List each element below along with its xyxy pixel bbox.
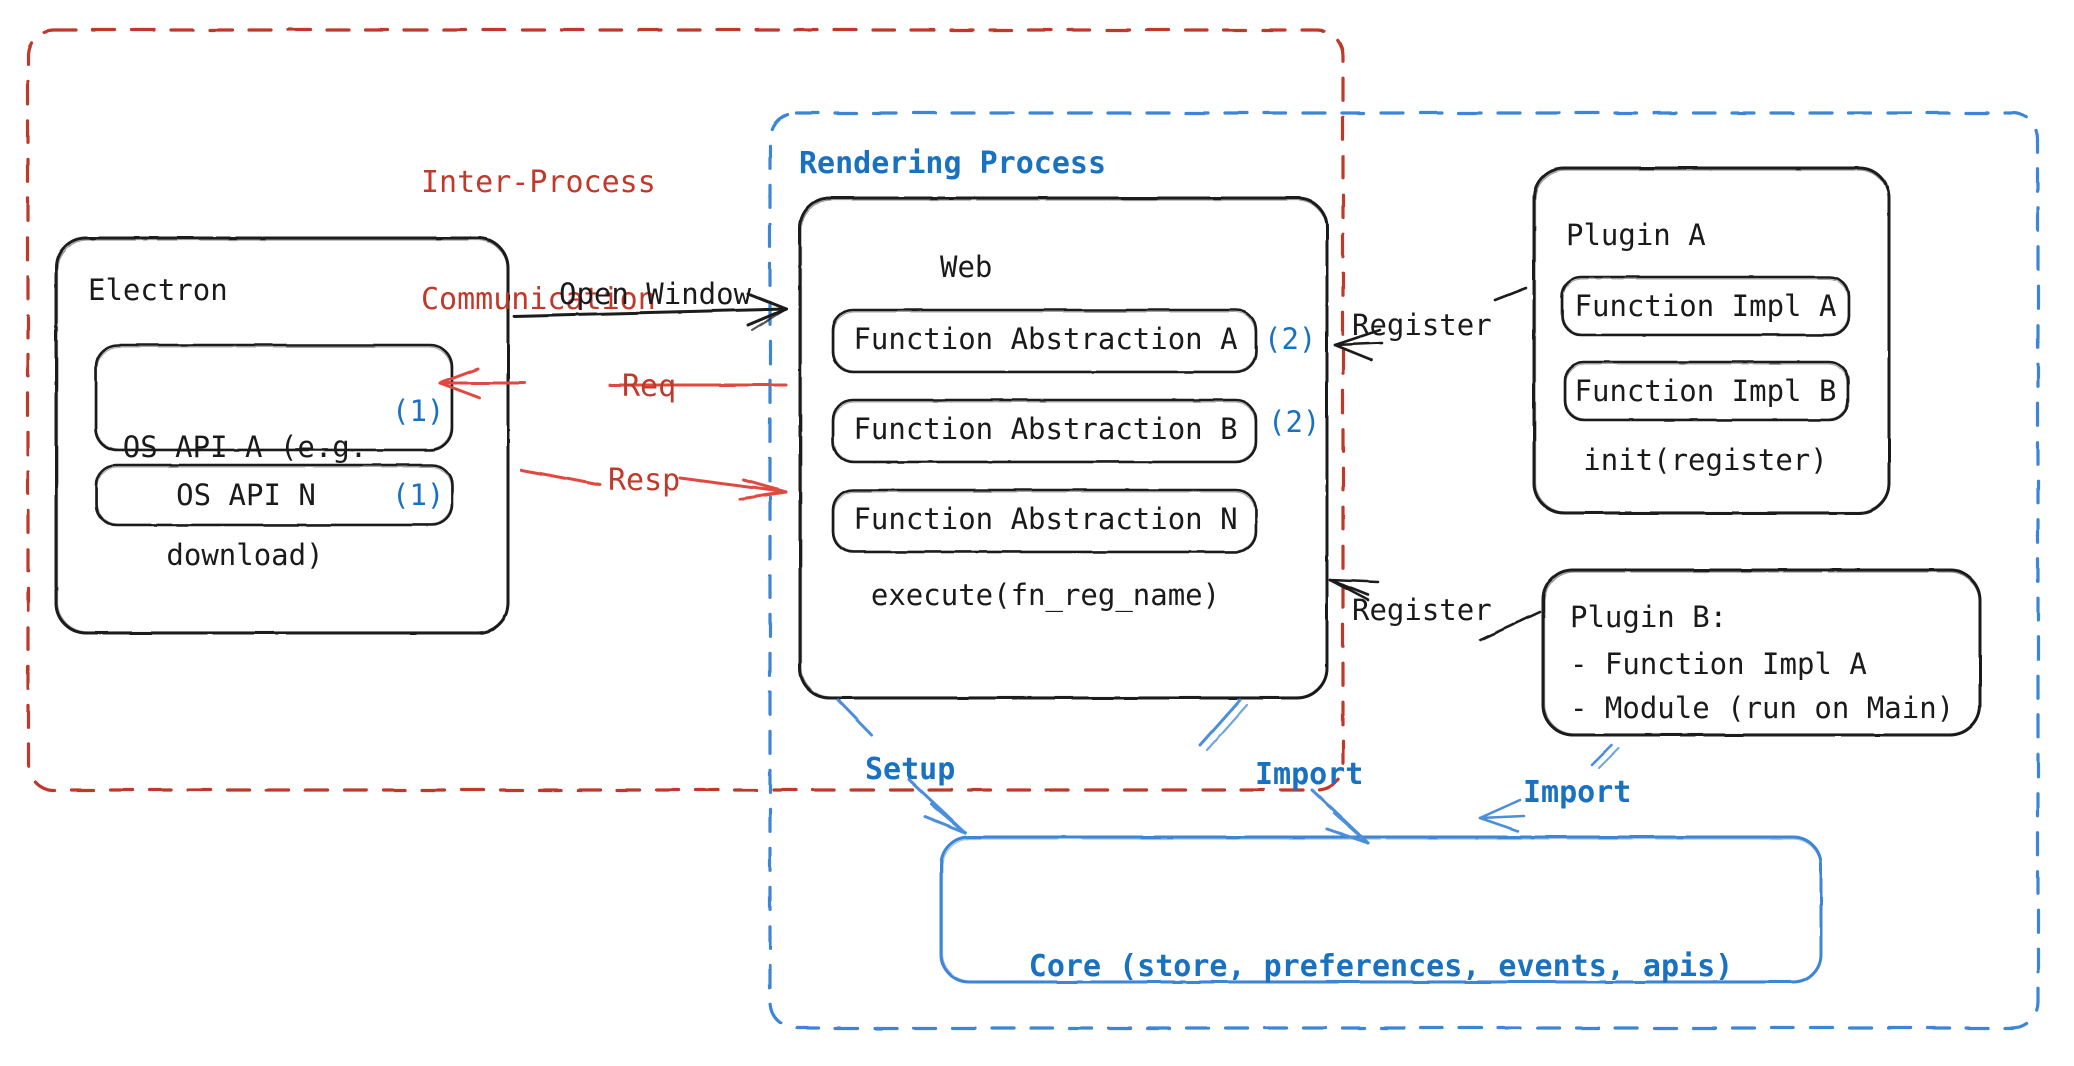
arrow-label-setup: Setup [865, 752, 956, 787]
marker-function-abstraction-b: (2) [1268, 405, 1321, 439]
arrow-label-import-plugin-b: Import [1523, 775, 1632, 810]
os-api-a-line-1: OS API A (e.g. [122, 429, 368, 464]
box-footer-plugin-a-init: init(register) [1583, 443, 1828, 477]
arrow-label-resp: Resp [608, 463, 681, 498]
arrow-label-open-window: Open Window [559, 277, 752, 311]
plugin-b-line-1: - Function Impl A [1570, 647, 1867, 681]
item-os-api-n: OS API N [176, 478, 316, 512]
arrow-label-req: Req [622, 369, 677, 404]
region-label-rendering-process: Rendering Process [799, 146, 1107, 181]
ipc-label-line-2: Communication [421, 282, 656, 317]
item-function-impl-b: Function Impl B [1574, 374, 1837, 408]
arrow-label-register-plugin-b: Register [1352, 593, 1492, 627]
ipc-label-line-1: Inter-Process [421, 165, 656, 200]
box-footer-web-execute: execute(fn_reg_name) [870, 578, 1221, 612]
os-api-a-line-2: download) [166, 537, 324, 572]
box-title-electron: Electron [88, 273, 228, 307]
item-function-abstraction-n: Function Abstraction N [853, 502, 1238, 536]
plugin-b-line-2: - Module (run on Main) [1570, 691, 1955, 725]
box-web-border [798, 196, 1329, 700]
marker-function-abstraction-a: (2) [1264, 322, 1317, 356]
box-core-content: Core (store, preferences, events, apis) … [941, 858, 1821, 1066]
region-label-inter-process-communication: Inter-Process Communication [421, 85, 656, 397]
item-function-abstraction-a: Function Abstraction A [853, 322, 1238, 356]
item-function-abstraction-b: Function Abstraction B [853, 412, 1238, 446]
marker-os-api-n: (1) [392, 478, 445, 512]
marker-os-api-a: (1) [392, 394, 445, 428]
box-title-web: Web [940, 250, 993, 284]
arrow-label-import-web: Import [1255, 757, 1364, 792]
item-os-api-a: OS API A (e.g. download) [100, 358, 390, 646]
arrow-label-register-plugin-a: Register [1352, 308, 1492, 342]
box-title-plugin-b: Plugin B: [1570, 600, 1728, 634]
core-line-1: Core (store, preferences, events, apis) [1028, 949, 1734, 984]
box-title-plugin-a: Plugin A [1566, 218, 1706, 252]
item-function-impl-a: Function Impl A [1574, 289, 1837, 323]
